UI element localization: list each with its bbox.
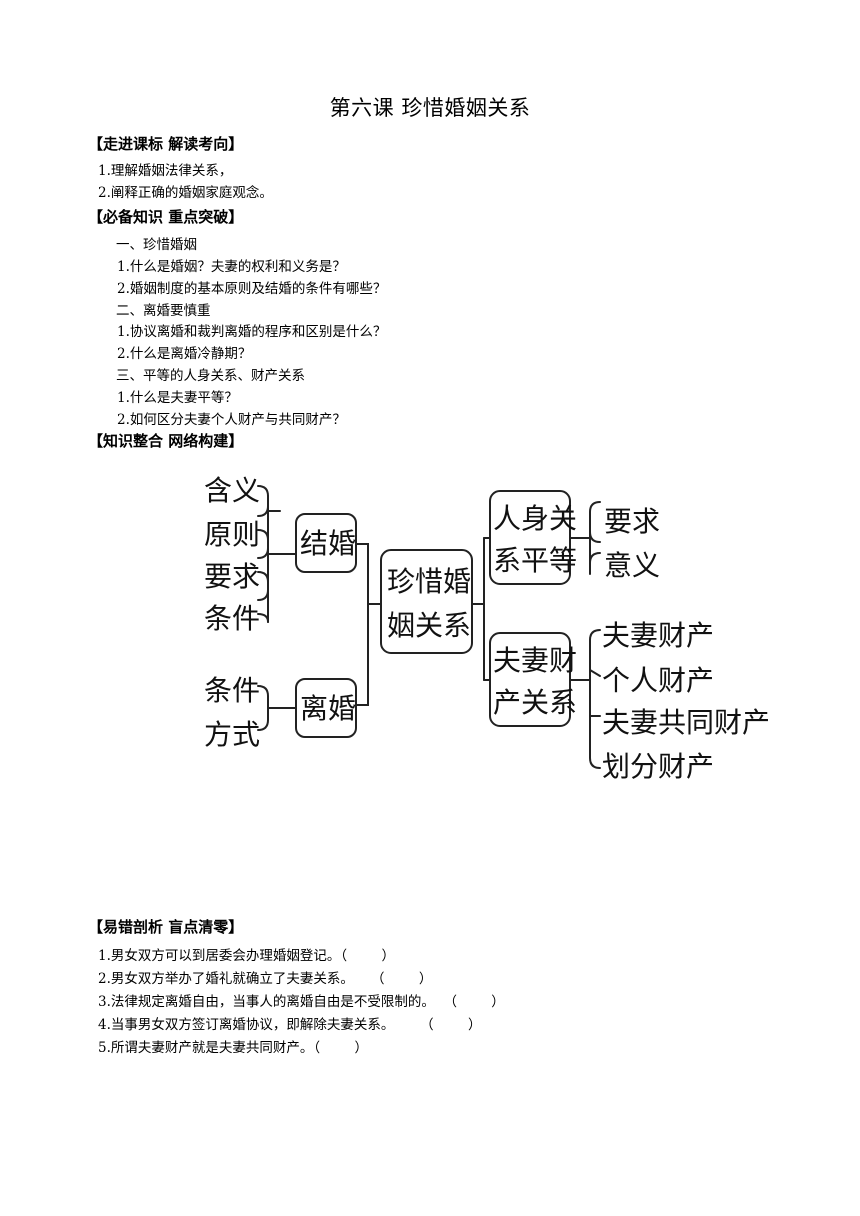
question-item: 1.什么是婚姻？夫妻的权利和义务是？ <box>117 259 346 275</box>
judgement-item: 4.当事男女双方签订离婚协议，即解除夫妻关系。 （ ） <box>98 1017 482 1033</box>
personal-label-line2: 系平等 <box>493 544 577 577</box>
section-heading-curriculum: 【走进课标 解读考向】 <box>88 135 244 153</box>
curriculum-item: 1.理解婚姻法律关系， <box>98 163 233 179</box>
property-relation-box <box>489 632 571 727</box>
part-title: 三、平等的人身关系、财产关系 <box>116 368 305 384</box>
question-item: 1.协议离婚和裁判离婚的程序和区别是什么？ <box>117 324 387 340</box>
divorce-leaf: 方式 <box>204 718 260 751</box>
divorce-leaf: 条件 <box>204 674 260 707</box>
part-title: 一、珍惜婚姻 <box>116 237 197 253</box>
marriage-leaf: 原则 <box>204 518 260 551</box>
question-item: 2.如何区分夫妻个人财产与共同财产？ <box>117 412 346 428</box>
question-item: 1.什么是夫妻平等？ <box>117 390 238 406</box>
property-label-line2: 产关系 <box>493 686 577 719</box>
property-leaf: 划分财产 <box>602 750 714 783</box>
part-title: 二、离婚要慎重 <box>116 303 211 319</box>
center-label-line2: 姻关系 <box>387 609 471 642</box>
center-box <box>380 549 473 654</box>
divorce-box <box>295 678 357 738</box>
marriage-box <box>295 513 357 573</box>
question-item: 2.什么是离婚冷静期？ <box>117 346 252 362</box>
judgement-item: 5.所谓夫妻财产就是夫妻共同财产。（ ） <box>98 1040 368 1056</box>
judgement-item: 2.男女双方举办了婚礼就确立了夫妻关系。 （ ） <box>98 971 433 987</box>
section-heading-mistakes: 【易错剖析 盲点清零】 <box>88 918 244 936</box>
personal-leaf: 要求 <box>604 505 660 538</box>
section-heading-knowledge: 【必备知识 重点突破】 <box>88 208 244 226</box>
page-title: 第六课 珍惜婚姻关系 <box>329 96 531 120</box>
section-heading-network: 【知识整合 网络构建】 <box>88 432 244 450</box>
judgement-item: 3.法律规定离婚自由，当事人的离婚自由是不受限制的。 （ ） <box>98 994 505 1010</box>
divorce-label: 离婚 <box>300 692 356 725</box>
curriculum-item: 2.阐释正确的婚姻家庭观念。 <box>98 185 273 201</box>
property-leaf: 夫妻共同财产 <box>602 706 770 739</box>
personal-relation-box <box>489 490 571 585</box>
question-item: 2.婚姻制度的基本原则及结婚的条件有哪些？ <box>117 281 387 297</box>
personal-label-line1: 人身关 <box>493 502 577 535</box>
marriage-leaf: 条件 <box>204 602 260 635</box>
center-label-line1: 珍惜婚 <box>387 565 471 598</box>
personal-leaf: 意义 <box>604 549 660 582</box>
marriage-label: 结婚 <box>300 527 356 560</box>
marriage-leaf: 要求 <box>204 560 260 593</box>
judgement-item: 1.男女双方可以到居委会办理婚姻登记。（ ） <box>98 948 395 964</box>
property-label-line1: 夫妻财 <box>493 644 577 677</box>
property-leaf: 个人财产 <box>602 664 714 697</box>
property-leaf: 夫妻财产 <box>602 619 714 652</box>
marriage-leaf: 含义 <box>204 474 260 507</box>
